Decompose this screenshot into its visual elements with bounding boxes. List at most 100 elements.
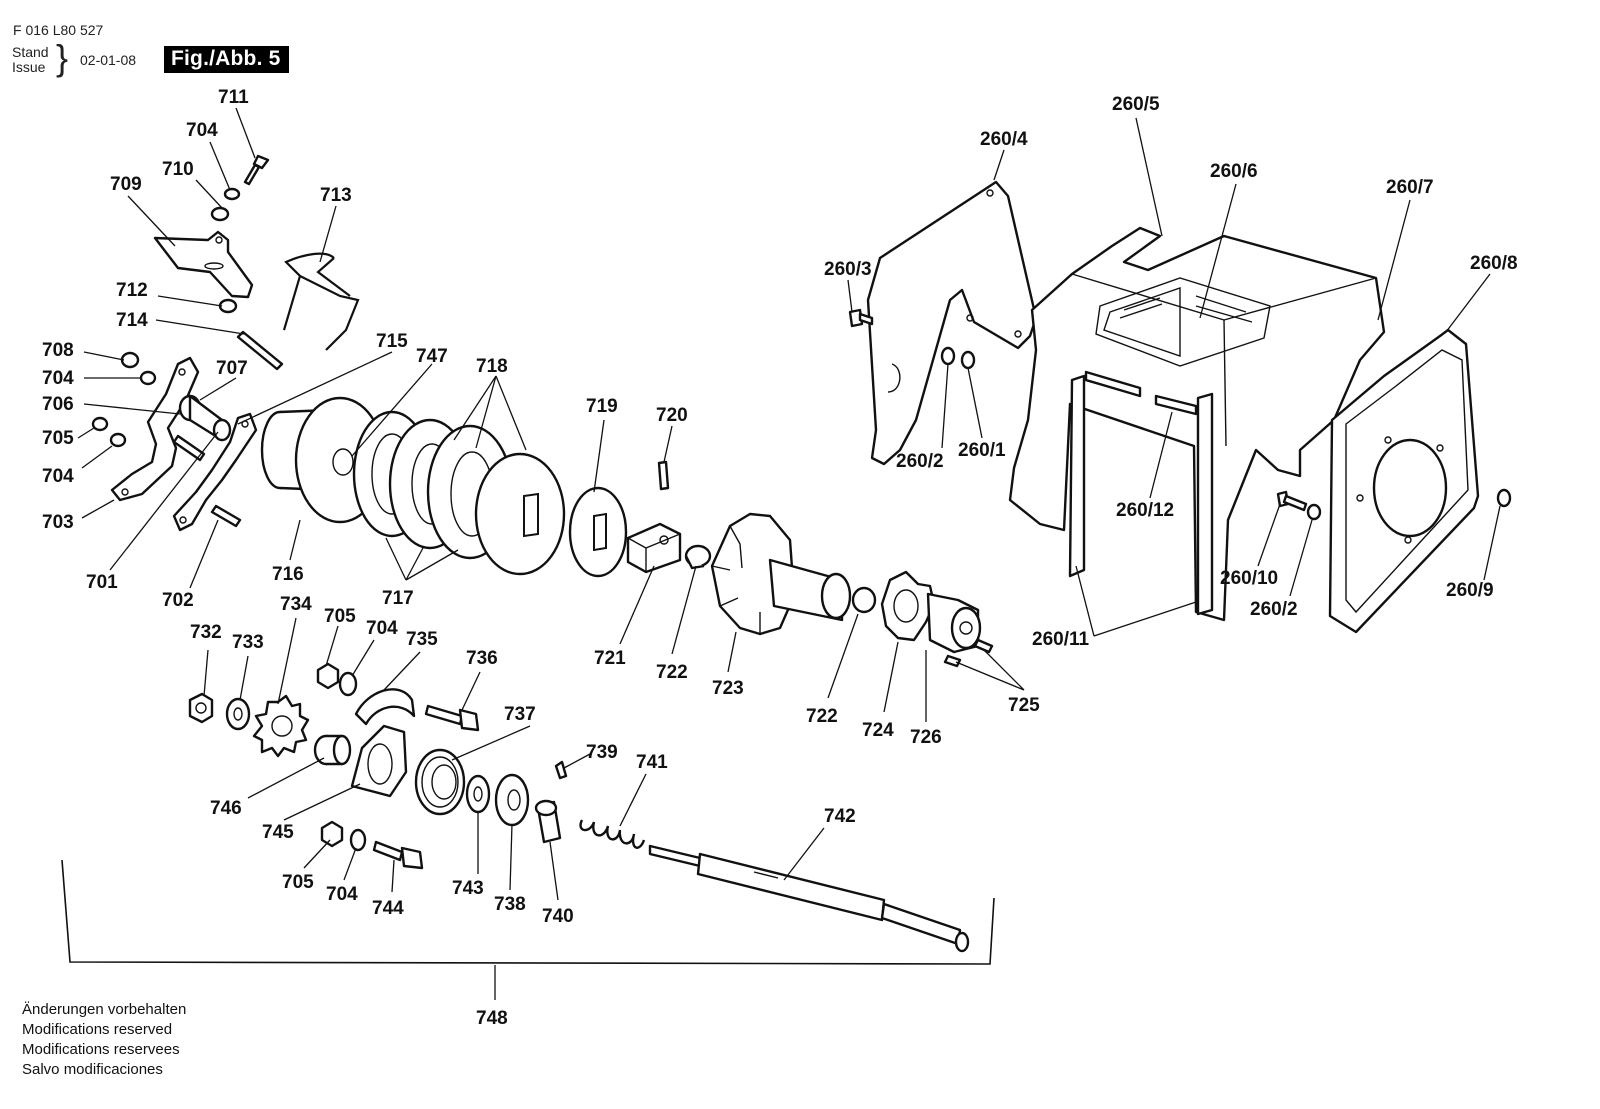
callout-260-2: 260/2	[896, 451, 944, 472]
callout-721: 721	[594, 648, 626, 669]
part-701-bracket	[172, 412, 258, 532]
part-709-plate	[153, 230, 254, 299]
part-718-disc-front	[474, 452, 566, 576]
part-260-11-rails	[1068, 374, 1214, 616]
stand-issue-labels: Stand Issue	[12, 45, 49, 75]
note-es: Salvo modificaciones	[22, 1061, 163, 1078]
part-726-collar	[926, 592, 982, 654]
document-number: F 016 L80 527	[13, 22, 104, 38]
modification-notes: Änderungen vorbehalten Modifications res…	[22, 1000, 186, 1080]
callout-747: 747	[416, 346, 448, 367]
part-743-washer	[465, 774, 491, 814]
leader-lines	[77, 107, 1501, 901]
callout-717: 717	[382, 588, 414, 609]
callout-744: 744	[372, 898, 404, 919]
part-712-nut	[218, 298, 238, 314]
note-fr: Modifications reservees	[22, 1041, 180, 1058]
part-746-bushing	[313, 734, 352, 766]
callout-718: 718	[476, 356, 508, 377]
part-260-2-washer	[940, 346, 956, 366]
callout-738: 738	[494, 894, 526, 915]
part-704-washer-d	[338, 671, 358, 697]
figure-label: Fig./Abb. 5	[164, 46, 289, 73]
callout-712: 712	[116, 280, 148, 301]
callout-722-b: 722	[806, 706, 838, 727]
part-742-shaft	[648, 844, 970, 953]
part-723-coupling	[710, 512, 852, 636]
callout-716: 716	[272, 564, 304, 585]
callout-708: 708	[42, 340, 74, 361]
part-745-flange	[350, 724, 408, 798]
callout-260-2-b: 260/2	[1250, 599, 1298, 620]
callout-746: 746	[210, 798, 242, 819]
brace-symbol: }	[56, 37, 69, 78]
part-702-screw	[210, 504, 242, 528]
callout-748: 748	[476, 1008, 508, 1029]
callout-710: 710	[162, 159, 194, 180]
callout-736: 736	[466, 648, 498, 669]
callout-705-b: 705	[324, 606, 356, 627]
part-725-screw-b	[943, 654, 962, 668]
issue-date: 02-01-08	[80, 52, 137, 68]
callout-260-7: 260/7	[1386, 177, 1434, 198]
part-703-bracket	[110, 356, 200, 502]
callout-701: 701	[86, 572, 118, 593]
part-744-bolt	[372, 840, 424, 870]
part-704-washer-e	[349, 828, 367, 852]
callout-260-5: 260/5	[1112, 94, 1160, 115]
part-748-bracket-line	[61, 859, 995, 965]
callout-745: 745	[262, 822, 294, 843]
callout-722: 722	[656, 662, 688, 683]
part-260-3-screw	[848, 308, 874, 328]
part-721-block	[626, 522, 682, 574]
part-260-2-washer-b	[1306, 503, 1322, 521]
callout-719: 719	[586, 396, 618, 417]
callout-260-12: 260/12	[1116, 500, 1174, 521]
part-724-sprocket-hub	[880, 570, 936, 642]
part-741-spring	[579, 819, 646, 849]
part-260-10-screw	[1276, 490, 1308, 512]
part-725-screw-a	[973, 638, 994, 654]
part-713-spring-clip	[282, 252, 360, 351]
part-739-pin	[554, 760, 568, 780]
callout-260-3: 260/3	[824, 259, 872, 280]
part-260-8-side-panel	[1328, 328, 1480, 634]
part-722-spacer	[684, 544, 712, 570]
part-732-nut	[188, 692, 214, 724]
part-734-sprocket	[252, 694, 310, 758]
callout-260-9: 260/9	[1446, 580, 1494, 601]
callout-704: 704	[186, 120, 218, 141]
part-716-drum	[260, 396, 386, 524]
callout-703: 703	[42, 512, 74, 533]
note-de: Änderungen vorbehalten	[22, 1001, 187, 1018]
part-736-bolt	[424, 704, 480, 732]
part-705-nut	[91, 416, 109, 432]
callout-734: 734	[280, 594, 312, 615]
part-719-washer	[568, 486, 628, 578]
note-en: Modifications reserved	[22, 1021, 173, 1038]
callout-724: 724	[862, 720, 894, 741]
callout-706: 706	[42, 394, 74, 415]
part-710-nut	[210, 206, 230, 222]
callout-705-c: 705	[282, 872, 314, 893]
part-704-washer-c	[109, 432, 127, 448]
part-740-bushing	[534, 799, 562, 844]
part-707-shaft	[178, 394, 232, 442]
part-260-12-strip	[1084, 370, 1198, 416]
stand-label: Stand	[12, 44, 49, 60]
part-260-1-nut	[960, 350, 976, 370]
callout-733: 733	[232, 632, 264, 653]
callout-732: 732	[190, 622, 222, 643]
callout-260-11: 260/11	[1032, 629, 1089, 650]
part-704-washer-b	[139, 370, 157, 386]
callout-702: 702	[162, 590, 194, 611]
callout-709: 709	[110, 174, 142, 195]
callout-260-4: 260/4	[980, 129, 1028, 150]
part-720-pin	[657, 460, 670, 491]
part-737-bearing	[414, 748, 466, 816]
part-735-guard	[354, 688, 416, 726]
part-733-washer	[225, 697, 251, 731]
callout-704-b: 704	[42, 368, 74, 389]
